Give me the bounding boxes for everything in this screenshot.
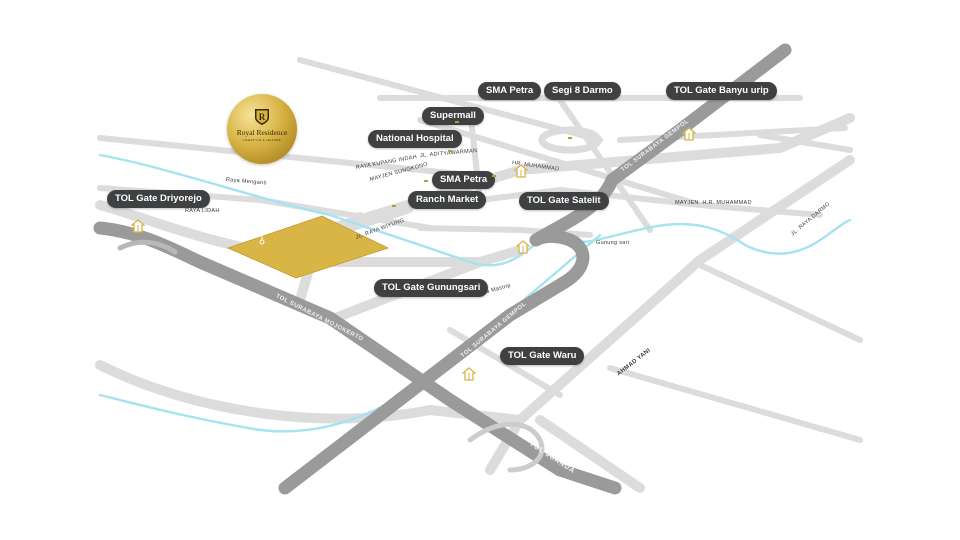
road-label-raya-lidah: RAYA LIDAH — [185, 208, 220, 214]
road-label-mayjen-hr-muhammad: MAYJEN. H.R. MUHAMMAD — [675, 200, 752, 206]
toll-gate-icon[interactable] — [514, 164, 528, 178]
toll-gate-icon[interactable] — [516, 240, 530, 254]
label-sma-petra[interactable]: SMA Petra — [432, 171, 496, 189]
marker-sma-petra — [424, 180, 428, 182]
logo-tagline: LIFESTYLE & LEISURE — [242, 138, 282, 142]
tol-waru-ramps — [467, 421, 545, 473]
label-ranch-market[interactable]: Ranch Market — [408, 191, 487, 209]
toll-gate-icon[interactable] — [462, 367, 476, 381]
royal-residence-site — [228, 216, 388, 278]
label-tol-gate-gunungsari[interactable]: TOL Gate Gunungsari — [374, 279, 489, 297]
marker-sma-petra-top — [492, 175, 496, 177]
label-tol-gate-waru[interactable]: TOL Gate Waru — [500, 347, 585, 365]
label-tol-gate-banyu-urip[interactable]: TOL Gate Banyu urip — [666, 82, 777, 100]
royal-residence-logo[interactable]: R Royal Residence LIFESTYLE & LEISURE — [227, 94, 297, 164]
tol-driyorejo-ramp — [117, 239, 178, 255]
label-tol-gate-driyorejo[interactable]: TOL Gate Driyorejo — [107, 190, 210, 208]
svg-text:R: R — [259, 112, 266, 122]
label-supermall[interactable]: Supermall — [422, 107, 484, 125]
roundabout — [538, 126, 602, 154]
road-label-gunung-sari: Gunung sari — [596, 240, 630, 246]
toll-gate-icon[interactable] — [131, 219, 145, 233]
marker-segi-8-darmo — [568, 137, 572, 139]
site-pin-icon — [259, 239, 265, 245]
marker-national-hospital — [448, 150, 452, 152]
label-tol-gate-satelit[interactable]: TOL Gate Satelit — [519, 192, 609, 210]
toll-gate-icon[interactable] — [682, 127, 696, 141]
marker-supermall — [455, 121, 459, 123]
label-segi-8-darmo[interactable]: Segi 8 Darmo — [544, 82, 621, 100]
label-national-hospital[interactable]: National Hospital — [368, 130, 462, 148]
label-sma-petra-top[interactable]: SMA Petra — [478, 82, 542, 100]
shield-r-emblem-icon: R — [255, 109, 269, 125]
marker-ranch-market — [392, 205, 396, 207]
logo-name: Royal Residence — [236, 128, 288, 137]
